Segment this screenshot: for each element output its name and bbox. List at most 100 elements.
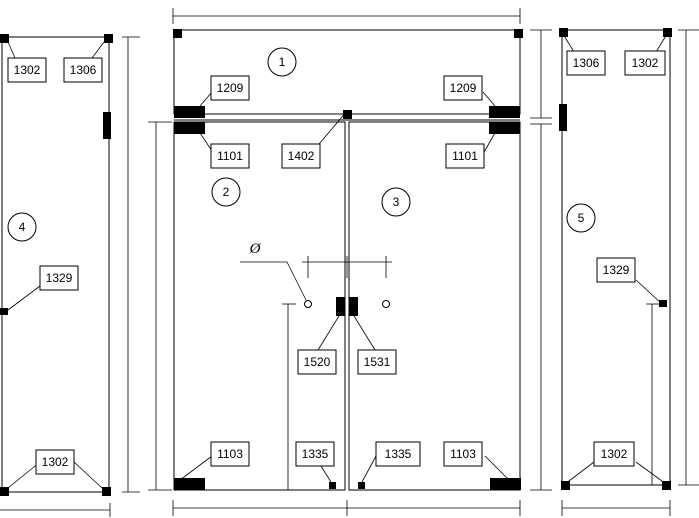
panel-number: 3 [393, 195, 400, 209]
part-label: 1302 [632, 56, 659, 70]
part-label: 1329 [46, 271, 73, 285]
leader-line [482, 91, 496, 107]
panel-number: 5 [578, 211, 585, 225]
handle-hole-left [304, 300, 312, 308]
part-label: 1335 [302, 447, 329, 461]
panel-number: 1 [279, 55, 286, 69]
panel-number-circle [381, 187, 411, 217]
part-label-box [443, 75, 483, 101]
door-leaf-left [173, 121, 346, 491]
center-lock-left [336, 297, 345, 316]
leader-line [562, 33, 575, 53]
corner-clamp [514, 29, 523, 38]
leader-line [353, 315, 376, 351]
center-lock-right [349, 297, 358, 316]
side-panel-left [0, 34, 140, 517]
leader-line [635, 461, 667, 485]
transom-panel [173, 29, 521, 115]
part-labels: 1302 1306 1329 1302 1209 1101 1402 1209 … [7, 50, 666, 475]
part-label-box [281, 143, 321, 169]
leader-line [179, 455, 213, 481]
leader-line [91, 41, 105, 59]
part-label-box [445, 143, 485, 169]
connector-block [0, 308, 8, 315]
side-panel-right [559, 28, 699, 516]
panel-number: 4 [19, 220, 26, 234]
corner-clamp [662, 481, 671, 490]
part-label-box [63, 57, 103, 83]
corner-clamp [104, 34, 113, 43]
transom-lock-block [343, 110, 352, 119]
corner-clamp [0, 487, 9, 496]
part-label: 1101 [217, 149, 243, 163]
leader-line [635, 279, 663, 305]
top-patch-fitting [489, 106, 520, 118]
leader-lines [7, 33, 668, 489]
panel-number-circles: 1 2 3 4 5 [7, 47, 596, 242]
leader-line [482, 132, 496, 155]
part-label: 1302 [14, 63, 41, 77]
part-label-box [357, 349, 397, 375]
part-label: 1329 [603, 263, 630, 277]
leader-line [199, 91, 213, 107]
wall-hinge-block [559, 104, 567, 131]
top-pivot-fitting [174, 122, 205, 134]
part-label-box [375, 441, 421, 467]
part-label-box [39, 265, 79, 291]
part-label: 1103 [217, 447, 243, 461]
wall-hinge-block [103, 112, 111, 139]
part-label: 1103 [450, 447, 476, 461]
part-label-box [35, 449, 75, 475]
leader-line [7, 41, 16, 59]
part-label: 1306 [573, 56, 600, 70]
part-label-box [210, 143, 250, 169]
floor-stop [358, 482, 365, 489]
leader-line [361, 455, 377, 483]
corner-clamp [173, 29, 182, 38]
side-panel-left-frame [1, 36, 110, 493]
leader-line [7, 285, 41, 311]
part-label-box [210, 75, 250, 101]
part-label-box [596, 257, 636, 283]
corner-clamp [102, 487, 111, 496]
part-label: 1531 [364, 355, 391, 369]
part-label: 1302 [601, 447, 628, 461]
panel-number-circle [211, 177, 241, 207]
handle-hole-right [382, 300, 390, 308]
leader-line [7, 461, 41, 489]
side-panel-right-frame [561, 29, 671, 486]
door-leaf-right [348, 121, 521, 491]
leader-line [564, 461, 595, 485]
leader-line [484, 455, 509, 480]
corner-clamp [559, 28, 568, 37]
part-label: 1402 [288, 149, 315, 163]
panel-number-circle [566, 203, 596, 233]
top-patch-fitting [174, 106, 205, 118]
panel-number-circle [7, 212, 37, 242]
part-label-box [7, 57, 47, 83]
part-label-box [624, 50, 666, 76]
part-label: 1335 [385, 447, 412, 461]
part-label: 1209 [217, 81, 244, 95]
bottom-pivot-fitting [174, 478, 205, 490]
corner-clamp [0, 34, 9, 43]
corner-clamp [663, 28, 672, 37]
part-label-box [566, 50, 606, 76]
diameter-leader-line [286, 261, 307, 301]
diameter-symbol: Ø [249, 241, 262, 257]
connector-block [659, 300, 667, 307]
floor-stop [329, 482, 336, 489]
panel-number: 2 [223, 185, 230, 199]
part-label-box [593, 441, 635, 467]
central-door-assembly: Ø [148, 8, 552, 516]
part-label: 1302 [42, 455, 69, 469]
top-pivot-fitting [489, 122, 520, 134]
leader-line [73, 461, 103, 489]
part-label: 1306 [70, 63, 97, 77]
part-label: 1520 [304, 355, 331, 369]
part-label-box [443, 441, 483, 467]
part-label: 1101 [452, 149, 478, 163]
leader-line [320, 465, 332, 483]
part-label-box [210, 441, 250, 467]
